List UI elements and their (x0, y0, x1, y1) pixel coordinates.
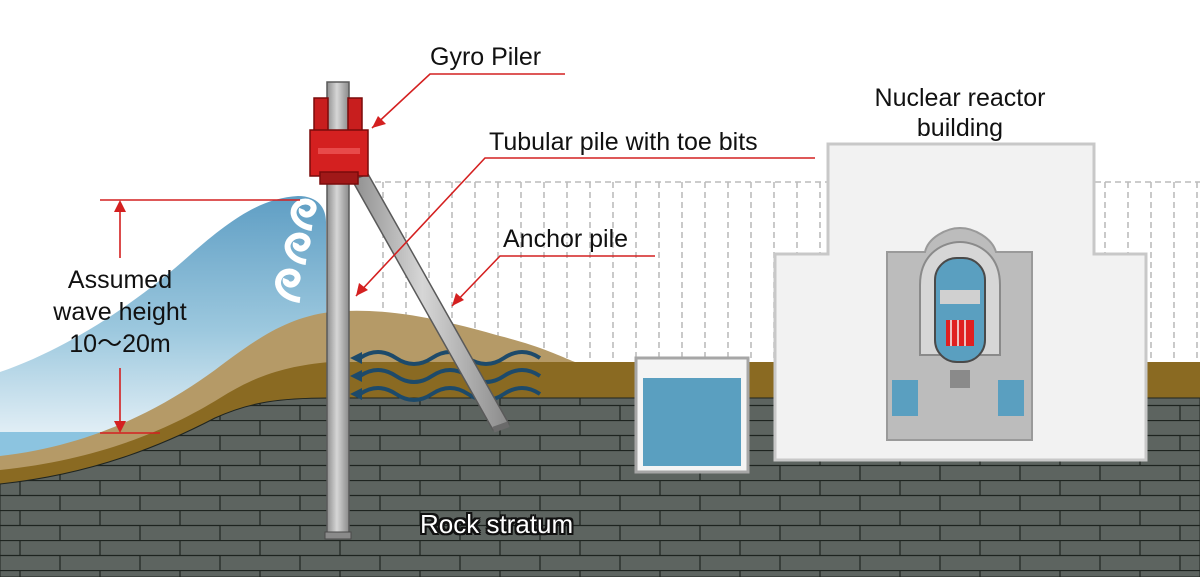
anchor-pile-label: Anchor pile (503, 225, 629, 253)
anchor-pile-leader (451, 255, 655, 307)
rock-stratum-label: Rock stratum (420, 509, 574, 539)
wave-height-dimension (100, 199, 300, 434)
tubular-pile (324, 81, 352, 540)
gyro-piler-machine (309, 97, 369, 185)
gyro-piler-label: Gyro Piler (430, 43, 542, 71)
toe-bits (324, 531, 352, 540)
wave-curl-top (290, 198, 317, 231)
reactor-label-line2: building (916, 114, 1004, 142)
wave-curl-low (275, 268, 301, 303)
tubular-pile-label: Tubular pile with toe bits (489, 128, 758, 156)
leader-arrowheads (356, 116, 464, 306)
leader-lines (355, 73, 815, 307)
wave-height-label-line2: wave height (53, 298, 187, 326)
wave-curl-mid (284, 232, 311, 265)
gyro-piler-leader (371, 73, 565, 129)
fuel-rods (946, 320, 974, 346)
tubular-pile-leader (355, 157, 815, 297)
wave-height-label-line1: Assumed (67, 266, 173, 294)
nuclear-reactor-building (773, 142, 1148, 462)
wave-height-label-line3: 10～20m (69, 330, 171, 358)
reactor-pressure-vessel (934, 257, 986, 363)
reactor-label-line1: Nuclear reactor (874, 84, 1046, 112)
water-tank (634, 356, 750, 474)
